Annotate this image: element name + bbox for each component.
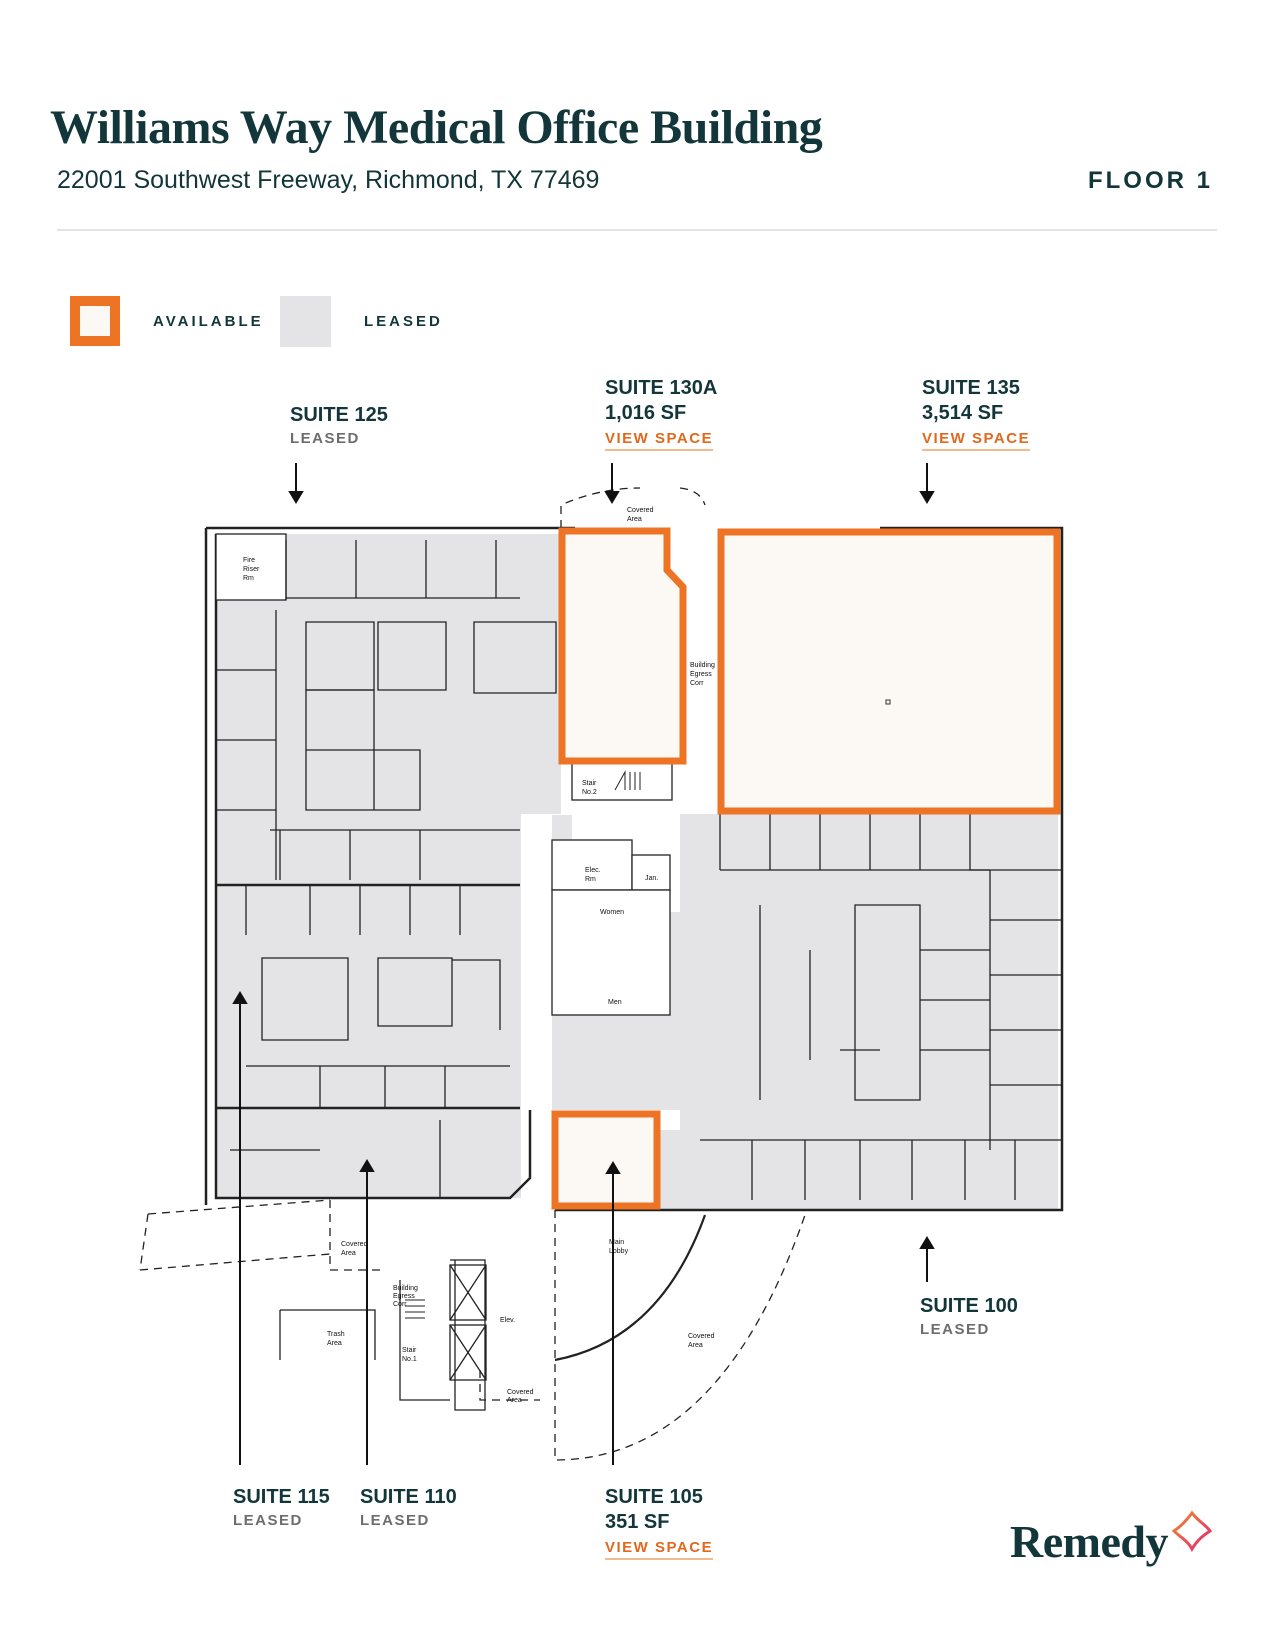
- floor-label: FLOOR 1: [1087, 167, 1213, 194]
- leased-swatch: [280, 296, 331, 347]
- svg-text:Rm: Rm: [585, 876, 596, 883]
- suite-arrows: [232, 463, 935, 1465]
- status-badge: LEASED: [920, 1321, 990, 1338]
- available-suites: [551, 527, 1061, 1210]
- suite-name: SUITE 135: [922, 377, 1020, 399]
- room-label-trash-area: Trash: [327, 1331, 345, 1338]
- view-space-link-130a[interactable]: VIEW SPACE: [605, 430, 714, 451]
- svg-text:Riser: Riser: [243, 566, 260, 573]
- arrow-up-icon: [232, 991, 248, 1004]
- page-title: Williams Way Medical Office Building: [50, 101, 823, 154]
- suite-130a-outline: [558, 527, 687, 765]
- arrow-up-icon: [605, 1161, 621, 1174]
- legend-leased-label: LEASED: [364, 313, 443, 330]
- suite-130a-label: SUITE 130A 1,016 SF VIEW SPACE: [605, 376, 717, 451]
- legend-leased: LEASED: [280, 296, 443, 347]
- svg-text:Rm: Rm: [243, 575, 254, 582]
- available-swatch: [70, 296, 120, 346]
- suite-name: SUITE 130A: [605, 377, 718, 399]
- svg-text:No.2: No.2: [582, 789, 597, 796]
- room-label-men: Men: [608, 999, 622, 1006]
- arrow-down-icon: [288, 491, 304, 504]
- suite-name: SUITE 125: [290, 404, 388, 426]
- suite-125-label: SUITE 125 LEASED: [290, 403, 388, 449]
- room-label-covered-area: Covered: [341, 1241, 368, 1248]
- header-divider: [57, 229, 1217, 231]
- svg-text:No.1: No.1: [402, 1356, 417, 1363]
- remedy-logo-mark-icon: [1171, 1510, 1213, 1552]
- room-label-stair-1: Stair: [402, 1347, 417, 1354]
- status-badge: LEASED: [360, 1512, 430, 1529]
- view-space-link-135[interactable]: VIEW SPACE: [922, 430, 1031, 451]
- suite-105-outline: [551, 1110, 661, 1210]
- suite-135-outline: [717, 528, 1061, 815]
- room-label-covered-area: Covered: [507, 1389, 534, 1396]
- room-label-building-egress: Building: [393, 1285, 418, 1292]
- arrow-up-icon: [359, 1159, 375, 1172]
- svg-text:Area: Area: [627, 516, 642, 523]
- room-label-building-egress: Building: [690, 662, 715, 669]
- legend-available-label: AVAILABLE: [153, 312, 264, 330]
- svg-text:Corr: Corr: [690, 680, 704, 687]
- svg-text:Area: Area: [327, 1340, 342, 1347]
- suite-name: SUITE 110: [360, 1486, 457, 1508]
- legend-available: AVAILABLE: [70, 296, 264, 346]
- suite-115-label: SUITE 115 LEASED: [233, 1485, 330, 1531]
- suite-name: SUITE 100: [920, 1295, 1018, 1317]
- room-labels: Fire Riser Rm Covered Area Building Egre…: [243, 507, 715, 1404]
- arrow-up-icon: [919, 1236, 935, 1249]
- room-label-elec-rm: Elec.: [585, 867, 601, 874]
- svg-text:Area: Area: [688, 1342, 703, 1349]
- logo-text: Remedy: [1010, 1516, 1168, 1567]
- building-address: 22001 Southwest Freeway, Richmond, TX 77…: [57, 166, 600, 194]
- arrow-down-icon: [919, 491, 935, 504]
- suite-name: SUITE 105: [605, 1486, 703, 1508]
- suite-135-label: SUITE 135 3,514 SF VIEW SPACE: [922, 376, 1031, 451]
- room-label-stair-2: Stair: [582, 780, 597, 787]
- suite-area: 351 SF: [605, 1511, 670, 1533]
- status-badge: LEASED: [290, 430, 360, 447]
- room-label-covered-area: Covered: [688, 1333, 715, 1340]
- suite-105-label: SUITE 105 351 SF VIEW SPACE: [605, 1485, 714, 1560]
- arrow-down-icon: [604, 491, 620, 504]
- suite-name: SUITE 115: [233, 1486, 330, 1508]
- status-badge: LEASED: [233, 1512, 303, 1529]
- room-label-fire-riser: Fire: [243, 557, 255, 564]
- svg-text:Lobby: Lobby: [609, 1248, 629, 1255]
- svg-text:Area: Area: [341, 1250, 356, 1257]
- room-label-covered-area: Covered: [627, 507, 654, 514]
- remedy-logo: Remedy: [1010, 1510, 1214, 1568]
- svg-text:Corr: Corr: [393, 1301, 407, 1308]
- suite-area: 1,016 SF: [605, 402, 687, 424]
- suite-110-label: SUITE 110 LEASED: [360, 1485, 457, 1531]
- suite-area: 3,514 SF: [922, 402, 1004, 424]
- suite-100-label: SUITE 100 LEASED: [920, 1294, 1018, 1340]
- room-label-women: Women: [600, 909, 624, 916]
- svg-text:Area: Area: [507, 1397, 522, 1404]
- room-label-elev: Elev.: [500, 1317, 515, 1324]
- svg-text:Egress: Egress: [690, 671, 712, 678]
- room-label-main-lobby: Main: [609, 1239, 624, 1246]
- view-space-link-105[interactable]: VIEW SPACE: [605, 1539, 714, 1560]
- room-label-jan: Jan.: [645, 875, 658, 882]
- svg-text:Egress: Egress: [393, 1293, 415, 1300]
